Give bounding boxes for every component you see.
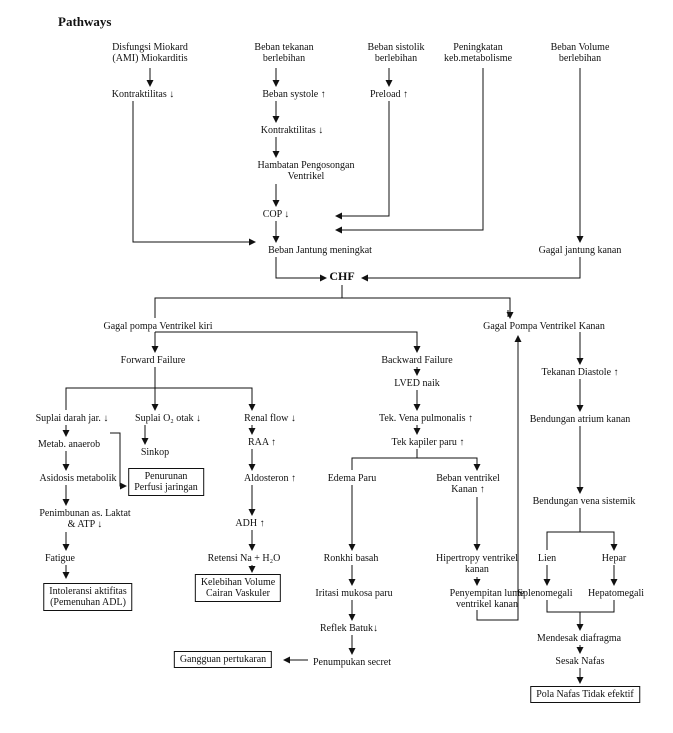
node-tek-vena-pulmonalis: Tek. Vena pulmonalis ↑ <box>378 413 474 424</box>
node-lien: Lien <box>537 553 557 564</box>
node-peningkatan-metabolisme: Peningkatan keb.metabolisme <box>443 42 513 64</box>
node-kelebihan-volume: Kelebihan Volume Cairan Vaskuler <box>194 574 282 602</box>
node-suplai-darah: Suplai darah jar. ↓ <box>35 413 109 424</box>
node-beban-jantung: Beban Jantung meningkat <box>268 245 372 256</box>
node-aldosteron: Aldosteron ↑ <box>244 473 296 484</box>
node-renal-flow: Renal flow ↓ <box>244 413 296 424</box>
node-adh: ADH ↑ <box>235 518 265 529</box>
node-tekanan-diastole: Tekanan Diastole ↑ <box>541 367 619 378</box>
node-asidosis: Asidosis metabolik <box>39 473 117 484</box>
node-cop: COP ↓ <box>262 209 290 220</box>
node-metab-anaerob: Metab. anaerob <box>37 439 101 450</box>
node-kontraktilitas-2: Kontraktilitas ↓ <box>260 125 324 136</box>
arrow-kontraktilitas-beban-jantung <box>132 101 256 246</box>
node-beban-systole: Beban systole ↑ <box>262 89 326 100</box>
node-intoleransi: Intoleransi aktifitas (Pemenuhan ADL) <box>43 583 133 611</box>
node-pola-nafas: Pola Nafas Tidak efektif <box>530 686 640 703</box>
arrow-forward-split <box>65 387 256 411</box>
node-lved: LVED naik <box>394 378 440 389</box>
node-edema-paru: Edema Paru <box>327 473 377 484</box>
line-organ-join <box>546 600 615 613</box>
node-gagal-pompa-kiri: Gagal pompa Ventrikel kiri <box>103 321 213 332</box>
arrow-preload-beban-jantung <box>335 101 390 220</box>
node-penurunan-perfusi: Penurunan Perfusi jaringan <box>128 468 204 496</box>
node-beban-ventrikel-kanan: Beban ventrikel Kanan ↑ <box>436 473 500 495</box>
node-beban-volume: Beban Volume berlebihan <box>550 42 610 64</box>
arrow-penyempitan-gagal-kanan <box>476 335 522 621</box>
arrow-metabolisme-beban-jantung <box>335 68 484 234</box>
node-beban-tekanan: Beban tekanan berlebihan <box>254 42 314 64</box>
node-splenomegali: Splenomegali <box>517 588 573 599</box>
node-hipertropy: Hipertropy ventrikel kanan <box>436 553 518 575</box>
node-preload: Preload ↑ <box>369 89 409 100</box>
arrow-suplai-perfusi <box>110 432 127 490</box>
arrow-beban-jantung-chf <box>275 257 327 282</box>
node-forward-failure: Forward Failure <box>120 355 186 366</box>
node-disfungsi-miokard: Disfungsi Miokard (AMI) Miokarditis <box>112 42 188 64</box>
node-gagal-jantung-kanan: Gagal jantung kanan <box>538 245 622 256</box>
node-hepatomegali: Hepatomegali <box>587 588 645 599</box>
node-hepar: Hepar <box>601 553 627 564</box>
node-bendungan-vena: Bendungan vena sistemik <box>532 496 636 507</box>
diagram-title: Pathways <box>58 14 112 29</box>
node-bendungan-atrium: Bendungan atrium kanan <box>529 414 631 425</box>
node-iritasi: Iritasi mukosa paru <box>315 588 393 599</box>
node-sinkop: Sinkop <box>140 447 170 458</box>
node-penimbunan: Penimbunan as. Laktat & ATP ↓ <box>39 508 131 530</box>
arrow-gagal-kanan-chf <box>361 257 581 282</box>
arrow-chf-split <box>154 297 514 319</box>
node-fatigue: Fatigue <box>45 553 75 564</box>
node-sesak: Sesak Nafas <box>555 656 605 667</box>
node-gagal-pompa-kanan: Gagal Pompa Ventrikel Kanan <box>483 321 605 332</box>
node-raa: RAA ↑ <box>247 437 277 448</box>
node-hambatan: Hambatan Pengosongan Ventrikel <box>257 160 355 182</box>
node-backward-failure: Backward Failure <box>381 355 453 366</box>
node-chf: CHF <box>329 269 355 283</box>
arrow-kiri-backward <box>155 331 421 353</box>
arrow-vena-split <box>546 531 618 551</box>
node-ronkhi: Ronkhi basah <box>323 553 379 564</box>
node-gangguan: Gangguan pertukaran <box>173 651 273 668</box>
node-tek-kapiler-paru: Tek kapiler paru ↑ <box>391 437 465 448</box>
node-beban-sistolik: Beban sistolik berlebihan <box>367 42 425 64</box>
node-suplai-o2: Suplai O₂ otak ↓ <box>135 413 201 424</box>
node-mendesak: Mendesak diafragma <box>536 633 622 644</box>
node-retensi: Retensi Na + H₂O <box>207 553 281 564</box>
node-kontraktilitas-1: Kontraktilitas ↓ <box>111 89 175 100</box>
arrow-kapiler-split <box>351 457 481 471</box>
node-penumpukan: Penumpukan secret <box>312 657 392 668</box>
node-reflek-batuk: Reflek Batuk↓ <box>319 623 379 634</box>
node-penyempitan: Penyempitan lume ventrikel kanan <box>449 588 525 610</box>
